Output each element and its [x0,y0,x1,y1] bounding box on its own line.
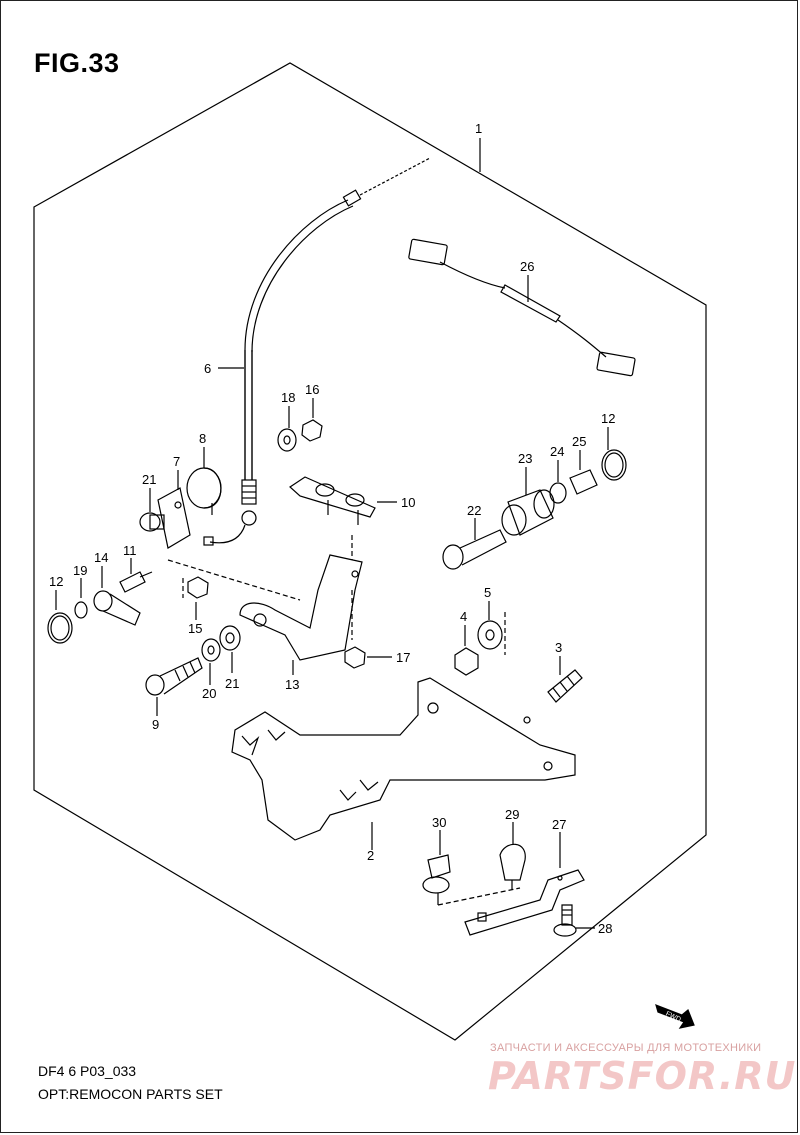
wiring-harness [408,238,636,377]
joint-11 [119,571,153,593]
grommet-8 [186,467,222,515]
main-bracket-2 [231,677,576,841]
callout-8: 8 [199,431,206,446]
callout-25: 25 [572,434,586,449]
clip-12-left [47,612,73,644]
clip-12-right [601,449,627,481]
callout-12-left: 12 [49,574,63,589]
nut-15 [187,576,209,599]
watermark-tagline: ЗАПЧАСТИ И АКСЕССУАРЫ ДЛЯ МОТОТЕХНИКИ [490,1042,762,1054]
callout-16: 16 [305,382,319,397]
washer-19 [74,601,88,619]
callout-26: 26 [520,259,534,274]
callout-21-lower: 21 [225,676,239,691]
stud-bolt-3 [547,669,583,703]
washer-18 [277,428,297,452]
nut-4 [454,647,479,676]
bracket-7 [157,487,191,549]
figure-subtitle: OPT:REMOCON PARTS SET [38,1086,223,1102]
model-code: DF4 6 P03_033 [38,1063,137,1079]
callout-labels: 1 2 3 4 5 6 7 8 9 10 11 12 12 13 14 15 1… [49,121,682,1024]
bolt-28 [553,904,577,937]
bracket-13 [239,554,363,661]
callout-28: 28 [598,921,612,936]
collar-21-upper [139,512,165,532]
fwd-arrow-icon [655,1004,695,1029]
callout-23: 23 [518,451,532,466]
assembly-lines [167,535,521,906]
nut-16 [301,419,323,442]
callout-21-upper: 21 [142,472,156,487]
callout-13: 13 [285,677,299,692]
callout-14: 14 [94,550,108,565]
callout-11: 11 [123,543,137,558]
callout-22: 22 [467,503,481,518]
clamp-29 [499,843,526,890]
callout-1: 1 [475,121,482,136]
parts-set-boundary [33,62,707,1041]
bolt-9 [145,657,203,696]
bushing-23 [501,489,555,536]
callout-17: 17 [396,650,410,665]
link-14 [93,590,141,626]
remote-cable [203,157,431,546]
callout-6: 6 [204,361,211,376]
watermark-logo: PARTSFOR.RU [488,1054,797,1098]
callout-18: 18 [281,390,295,405]
callout-19: 19 [73,563,87,578]
callout-15: 15 [188,621,202,636]
callout-7: 7 [173,454,180,469]
callout-27: 27 [552,817,566,832]
nut-17 [344,646,366,669]
washer-20 [201,638,221,662]
callout-5: 5 [484,585,491,600]
callout-24: 24 [550,444,564,459]
clip-30 [422,854,451,905]
callout-30: 30 [432,815,446,830]
washer-24 [549,482,567,504]
pin-22 [442,529,507,570]
washer-5 [477,620,503,650]
callout-10: 10 [401,495,415,510]
callout-9: 9 [152,717,159,732]
fwd-label: FWD [664,1011,681,1024]
callout-29: 29 [505,807,519,822]
callout-3: 3 [555,640,562,655]
cable-stopper-10 [289,476,376,525]
callout-20: 20 [202,686,216,701]
washer-21-lower [219,625,241,651]
callout-2: 2 [367,848,374,863]
callout-4: 4 [460,609,467,624]
collar-25 [569,469,598,495]
bracket-27 [464,869,585,936]
figure-title: FIG.33 [34,48,120,78]
callout-12-right: 12 [601,411,615,426]
